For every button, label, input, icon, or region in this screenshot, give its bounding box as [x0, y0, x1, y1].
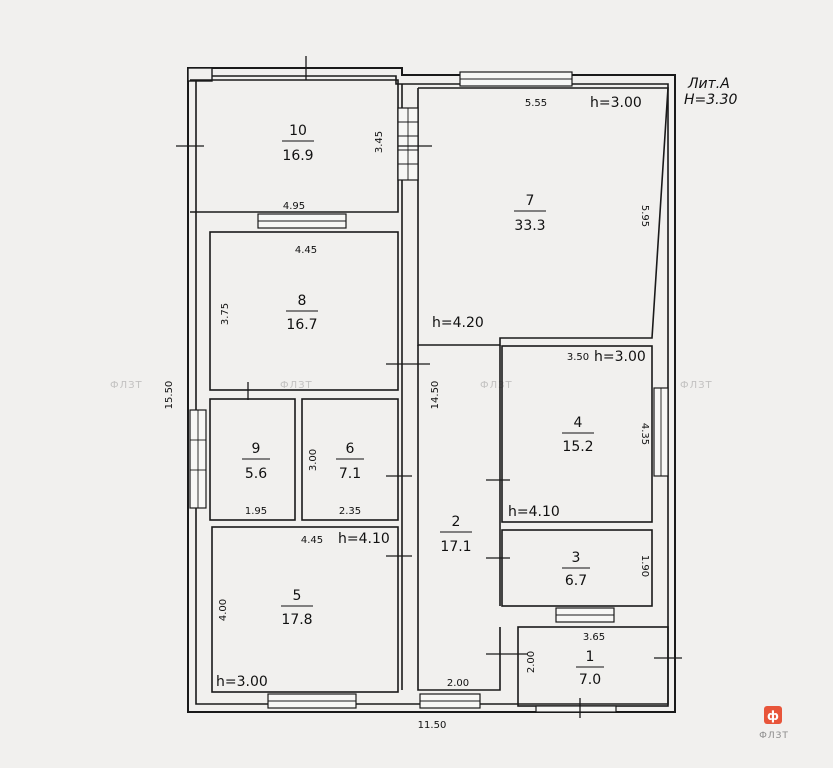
dim-5-55: 5.55 [525, 98, 547, 109]
dim-2-00-horizontal: 2.00 [447, 678, 469, 689]
dim-5-95: 5.95 [639, 205, 650, 227]
building-lit: Лит.А [687, 76, 730, 92]
outer-wall [187, 67, 676, 713]
dim-3-00: 3.00 [308, 449, 319, 471]
dim-11-50: 11.50 [418, 720, 447, 731]
room-4-area: 15.2 [562, 439, 593, 455]
watermark-text-2: ФЛЗТ [280, 380, 313, 391]
room-3-area: 6.7 [565, 573, 587, 589]
dim-1-95: 1.95 [245, 506, 267, 517]
dim-3-75: 3.75 [220, 303, 231, 325]
room-9-number: 9 [252, 441, 261, 457]
room-1[interactable]: 1 7.0 [576, 649, 604, 688]
watermark-text-1: ФЛЗТ [110, 380, 143, 391]
height-room-5: h=3.00 [216, 674, 268, 690]
height-room-5-top: h=4.10 [338, 531, 390, 547]
room-8[interactable]: 8 16.7 [286, 293, 318, 333]
watermark-text-4: ФЛЗТ [680, 380, 713, 391]
height-room-4: h=3.00 [594, 349, 646, 365]
room-4-number: 4 [574, 415, 583, 431]
building-label: Лит.А H=3.30 [684, 76, 738, 108]
height-room-7: h=3.00 [590, 95, 642, 111]
room-8-area: 16.7 [286, 317, 317, 333]
room-9[interactable]: 9 5.6 [242, 441, 270, 482]
dim-4-45-top: 4.45 [295, 245, 317, 256]
room-8-number: 8 [298, 293, 307, 309]
room-5-number: 5 [293, 588, 302, 604]
room-10[interactable]: 10 16.9 [282, 123, 314, 164]
dim-4-35: 4.35 [639, 423, 650, 445]
brand-logo-icon [764, 706, 782, 724]
room-7[interactable]: 7 33.3 [514, 193, 546, 234]
dimension-labels: 5.55 3.45 4.95 5.95 4.45 3.75 15.50 14.5… [164, 98, 650, 731]
corner-column [187, 67, 213, 82]
dim-4-95: 4.95 [283, 201, 305, 212]
windows [189, 71, 669, 713]
dim-3-45: 3.45 [374, 131, 385, 153]
room-2-area: 17.1 [440, 539, 471, 555]
brand-logo: ф ФЛЗТ [759, 706, 789, 741]
room-10-number: 10 [289, 123, 307, 139]
doors [176, 56, 682, 718]
room-7-number: 7 [526, 193, 535, 209]
building-height: H=3.30 [684, 92, 738, 108]
dim-3-50: 3.50 [567, 352, 589, 363]
room-5-area: 17.8 [281, 612, 312, 628]
room-2-number: 2 [452, 514, 461, 530]
dim-4-00: 4.00 [218, 599, 229, 621]
room-5[interactable]: 5 17.8 [281, 588, 313, 628]
dim-3-65: 3.65 [583, 632, 605, 643]
brand-logo-text: ФЛЗТ [759, 731, 789, 741]
dim-2-35: 2.35 [339, 506, 361, 517]
dim-1-90: 1.90 [639, 555, 650, 577]
brand-logo-glyph: ф [767, 709, 779, 723]
room-1-number: 1 [586, 649, 595, 665]
room-9-area: 5.6 [245, 466, 267, 482]
height-labels: h=3.00 h=4.20 h=3.00 h=4.10 h=4.10 h=3.0… [216, 95, 646, 690]
watermark-text-3: ФЛЗТ [480, 380, 513, 391]
dim-4-45-bottom: 4.45 [301, 535, 323, 546]
room-10-area: 16.9 [282, 148, 313, 164]
room-4[interactable]: 4 15.2 [562, 415, 594, 455]
room-6-area: 7.1 [339, 466, 361, 482]
room-3-number: 3 [572, 550, 581, 566]
room-6-number: 6 [346, 441, 355, 457]
watermark-strip: ФЛЗТ ФЛЗТ ФЛЗТ ФЛЗТ [110, 380, 713, 391]
dim-2-00-vertical: 2.00 [526, 651, 537, 673]
room-7-area: 33.3 [514, 218, 545, 234]
room-2[interactable]: 2 17.1 [440, 514, 472, 555]
room-3[interactable]: 3 6.7 [562, 550, 590, 589]
height-room-4-low: h=4.10 [508, 504, 560, 520]
dim-15-50: 15.50 [164, 381, 175, 410]
dim-14-50: 14.50 [430, 381, 441, 410]
room-1-area: 7.0 [579, 672, 601, 688]
room-6[interactable]: 6 7.1 [336, 441, 364, 482]
height-corridor: h=4.20 [432, 315, 484, 331]
